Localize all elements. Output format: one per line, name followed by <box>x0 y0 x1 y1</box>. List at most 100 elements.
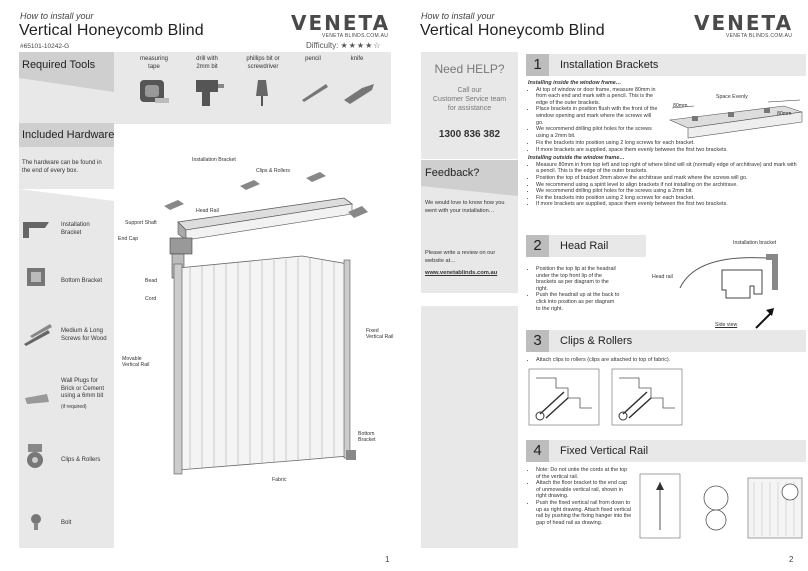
label-movable-rail: Movable Vertical Rail <box>122 356 150 368</box>
step4-band <box>526 440 806 462</box>
step1-band <box>526 54 806 76</box>
feedback-header-arrow <box>421 186 518 196</box>
tool-label: measuring tape <box>139 56 168 70</box>
help-phone[interactable]: 1300 836 382 <box>438 129 501 140</box>
step2-band <box>526 235 646 257</box>
hardware-note: (if required) <box>61 404 87 410</box>
list-item: Fix the brackets into position using 2 l… <box>536 140 800 147</box>
hardware-header <box>19 123 114 147</box>
label-installation-bracket: Installation bracket <box>733 240 777 246</box>
step1-number: 1 <box>526 54 549 76</box>
step4-content: Note: Do not untie the cords at the top … <box>528 467 632 526</box>
step1-sub-inside: Installing inside the window frame… <box>528 80 622 86</box>
required-tools-header <box>19 52 114 78</box>
step2-number: 2 <box>526 235 549 257</box>
tool-label: knife <box>350 56 364 62</box>
help-title: Need HELP? <box>434 62 505 76</box>
hardware-intro: The hardware can be found in the end of … <box>22 160 102 174</box>
step1-list-outside: Measure 80mm in from top left and top ri… <box>528 162 800 208</box>
list-item: Push the headrail up at the back to clic… <box>536 292 620 312</box>
step2-content: Position the top lip at the headrail und… <box>528 266 620 312</box>
label-80mm-right: 80mm <box>777 111 792 117</box>
list-item: Position the top lip at the headrail und… <box>536 266 620 292</box>
hardware-label: Bottom Bracket <box>61 278 103 284</box>
tool-label: pencil <box>305 56 321 62</box>
screws-icon <box>24 324 52 346</box>
step1-title: Installation Brackets <box>560 59 659 71</box>
blind-exploded-diagram <box>164 172 368 475</box>
tape-measure-icon <box>140 80 169 103</box>
page-number: 1 <box>385 555 390 564</box>
hardware-label: Medium & Long Screws for Wood <box>61 328 107 342</box>
step2-list: Position the top lip at the headrail und… <box>528 266 620 312</box>
step4-title: Fixed Vertical Rail <box>560 445 649 457</box>
step3-number: 3 <box>526 330 549 352</box>
list-item: Position the top of bracket 3mm above th… <box>536 175 800 182</box>
clips-rollers-icon <box>27 444 43 468</box>
label-head-rail: Head rail <box>652 274 673 280</box>
list-item: Place brackets in position flush with th… <box>536 106 658 126</box>
page2-title: Vertical Honeycomb Blind <box>420 22 605 39</box>
hardware-title: Included Hardware <box>22 129 115 141</box>
tool-label: drill with 2mm bit <box>196 56 218 70</box>
step1-list-inside: At top of window or door frame, measure … <box>528 87 658 140</box>
feedback-text: We would love to know how you went with … <box>425 200 505 214</box>
hardware-divider-arrow <box>19 189 114 201</box>
step1-sub-outside: Installing outside the window frame… <box>528 155 625 162</box>
installation-bracket-icon <box>23 222 49 238</box>
bracket-spacing-diagram <box>668 99 803 139</box>
list-item: Attach the floor bracket to the end cap … <box>536 480 632 500</box>
label-clips-rollers: Clips & Rollers <box>256 168 291 174</box>
logo-url: VENETA BLINDS.COM.AU <box>726 33 793 39</box>
website-link[interactable]: www.venetablinds.com.au <box>425 270 498 276</box>
list-item: We recommend drilling pilot holes for th… <box>536 188 800 195</box>
pencil-icon <box>302 84 328 102</box>
hardware-label: Installation Bracket <box>61 222 90 236</box>
fixed-rail-diagram <box>639 473 803 539</box>
list-item: If more brackets are supplied, space the… <box>536 201 800 208</box>
screwdriver-icon <box>256 80 268 106</box>
page2-subtitle: How to install your <box>421 11 495 21</box>
list-item: If more brackets are supplied, space the… <box>536 147 800 154</box>
label-80mm-left: 80mm <box>673 103 688 109</box>
difficulty-label: Difficulty: <box>306 41 339 50</box>
label-bottom-bracket: Bottom Bracket <box>358 431 376 443</box>
feedback-header <box>421 160 518 186</box>
tools-header-arrow <box>19 78 114 92</box>
list-item: Measure 80mm in from top left and top ri… <box>536 162 800 175</box>
bolt-icon <box>31 514 41 530</box>
hardware-label: Wall Plugs for Brick or Cement using a 6… <box>61 378 105 399</box>
step3-title: Clips & Rollers <box>560 335 633 347</box>
list-item: We recommend using a spirit level to ali… <box>536 182 800 189</box>
label-installation-bracket: Installation Bracket <box>192 157 236 163</box>
step3-list: Attach clips to rollers (clips are attac… <box>528 357 798 364</box>
help-text: Call our Customer Service team for assis… <box>432 87 507 112</box>
step3-band <box>526 330 806 352</box>
list-item: We recommend drilling pilot holes for th… <box>536 126 658 139</box>
list-item: Attach clips to rollers (clips are attac… <box>536 357 798 364</box>
sidebar-filler <box>421 306 518 548</box>
veneta-logo: VENETA <box>694 11 794 35</box>
step1-list-inside-wide: Fix the brackets into position using 2 l… <box>528 140 800 153</box>
label-cord: Cord <box>145 296 157 302</box>
feedback-review-text: Please write a review on our website at… <box>425 250 496 264</box>
label-space-evenly: Space Evenly <box>716 94 748 100</box>
step3-content: Attach clips to rollers (clips are attac… <box>528 357 798 364</box>
list-item: Fix the brackets into position using 2 l… <box>536 195 800 202</box>
label-end-cap: End Cap <box>118 236 139 242</box>
required-tools-title: Required Tools <box>22 59 96 71</box>
step4-number: 4 <box>526 440 549 462</box>
step1-content-wide: Fix the brackets into position using 2 l… <box>528 140 800 208</box>
drill-icon <box>196 80 224 106</box>
hardware-label: Clips & Rollers <box>61 457 101 463</box>
hardware-label: Bolt <box>61 520 72 526</box>
clip-attach-diagram-2 <box>611 368 683 426</box>
list-item: At top of window or door frame, measure … <box>536 87 658 107</box>
clip-attach-diagram-1 <box>528 368 600 426</box>
list-item: Push the fixed vertical rail from down t… <box>536 500 632 526</box>
bottom-bracket-icon <box>27 268 45 286</box>
label-side-view: Side view <box>715 322 738 328</box>
help-panel <box>421 52 518 159</box>
knife-icon <box>344 84 374 104</box>
label-head-rail: Head Rail <box>196 208 219 214</box>
